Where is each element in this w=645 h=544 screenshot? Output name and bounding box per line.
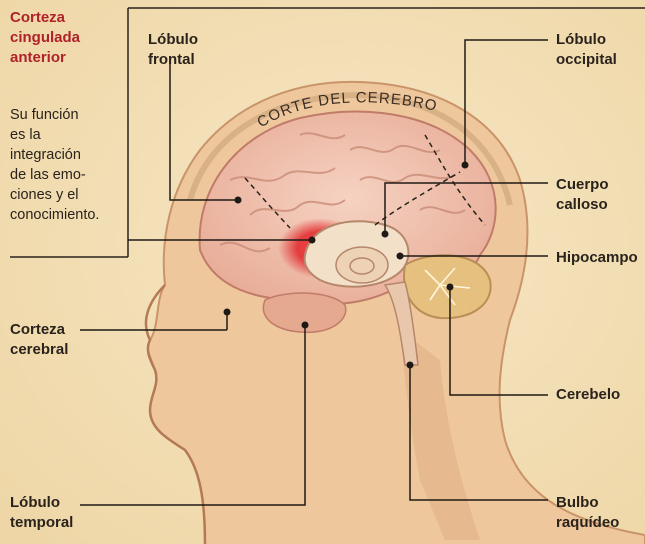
label-cerebral-cortex: Corteza cerebral: [10, 320, 68, 360]
label-frontal-lobe: Lóbulo frontal: [148, 30, 198, 70]
label-medulla-oblongata: Bulbo raquídeo: [556, 493, 619, 533]
label-cerebellum: Cerebelo: [556, 385, 620, 405]
label-temporal-lobe: Lóbulo temporal: [10, 493, 73, 533]
thalamus-shape: [336, 247, 388, 283]
callout-title: Corteza cingulada anterior: [10, 8, 120, 68]
label-hippocampus: Hipocampo: [556, 248, 638, 268]
label-corpus-callosum: Cuerpo calloso: [556, 175, 609, 215]
label-occipital-lobe: Lóbulo occipital: [556, 30, 617, 70]
callout-description: Su función es la integración de las emo-…: [10, 105, 130, 225]
